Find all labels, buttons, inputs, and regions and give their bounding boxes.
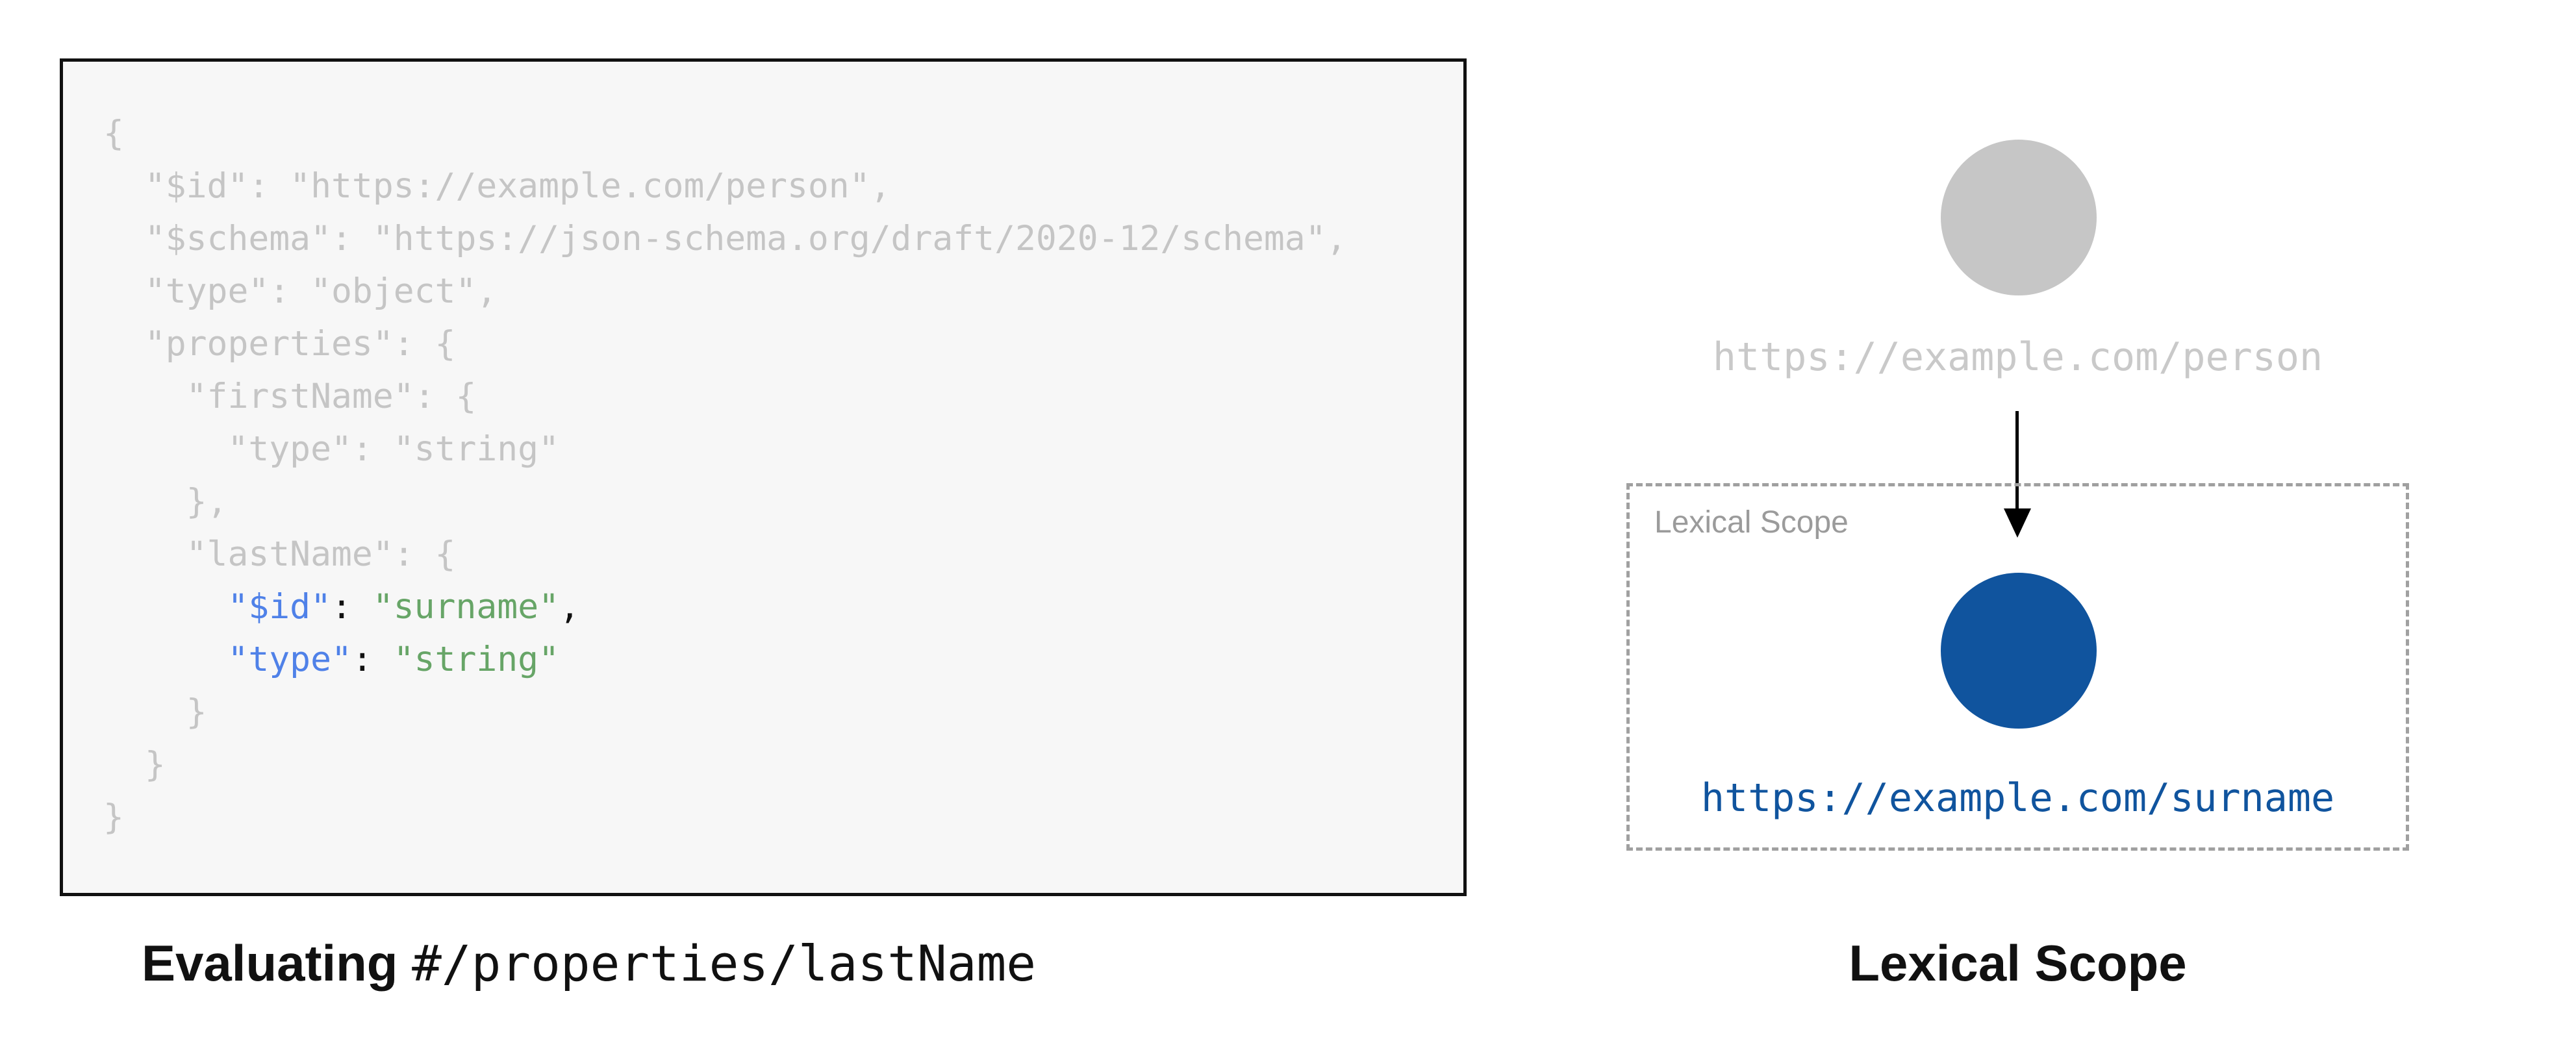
- caption-lexical-scope: Lexical Scope: [1849, 934, 2187, 992]
- caption-evaluating: Evaluating #/properties/lastName: [142, 937, 1036, 990]
- code-line: {: [103, 114, 124, 153]
- code-line: "type": "string": [227, 640, 560, 679]
- code-line: "firstName": {: [103, 377, 477, 416]
- child-schema-node: [1941, 573, 2097, 729]
- caption-json-pointer: #/properties/lastName: [412, 934, 1036, 992]
- caption-evaluating-word: Evaluating: [142, 934, 412, 992]
- code-line: "$schema": "https://json-schema.org/draf…: [103, 219, 1347, 258]
- reference-arrow-head: [2004, 508, 2031, 538]
- code-line: }: [103, 745, 166, 784]
- code-line: },: [103, 482, 228, 521]
- reference-arrow-line: [2015, 411, 2019, 510]
- lexical-scope-box: Lexical Scope https://example.com/surnam…: [1626, 483, 2409, 851]
- parent-schema-node: [1941, 140, 2097, 295]
- code-line: }: [103, 692, 207, 732]
- child-schema-uri: https://example.com/surname: [1700, 775, 2335, 821]
- code-line: "lastName": {: [103, 534, 456, 574]
- code-line: "$id": "surname",: [227, 587, 580, 627]
- code-line: "type": "string": [103, 429, 559, 469]
- code-line: "properties": {: [103, 324, 456, 364]
- code-line: }: [103, 797, 124, 837]
- code-line: "$id": "https://example.com/person",: [103, 166, 891, 206]
- code-line: "type": "object",: [103, 271, 498, 311]
- schema-code-panel: { "$id": "https://example.com/person", "…: [60, 58, 1467, 896]
- lexical-scope-box-label: Lexical Scope: [1654, 505, 1849, 540]
- schema-code: { "$id": "https://example.com/person", "…: [103, 107, 1347, 844]
- parent-schema-uri: https://example.com/person: [1712, 334, 2323, 380]
